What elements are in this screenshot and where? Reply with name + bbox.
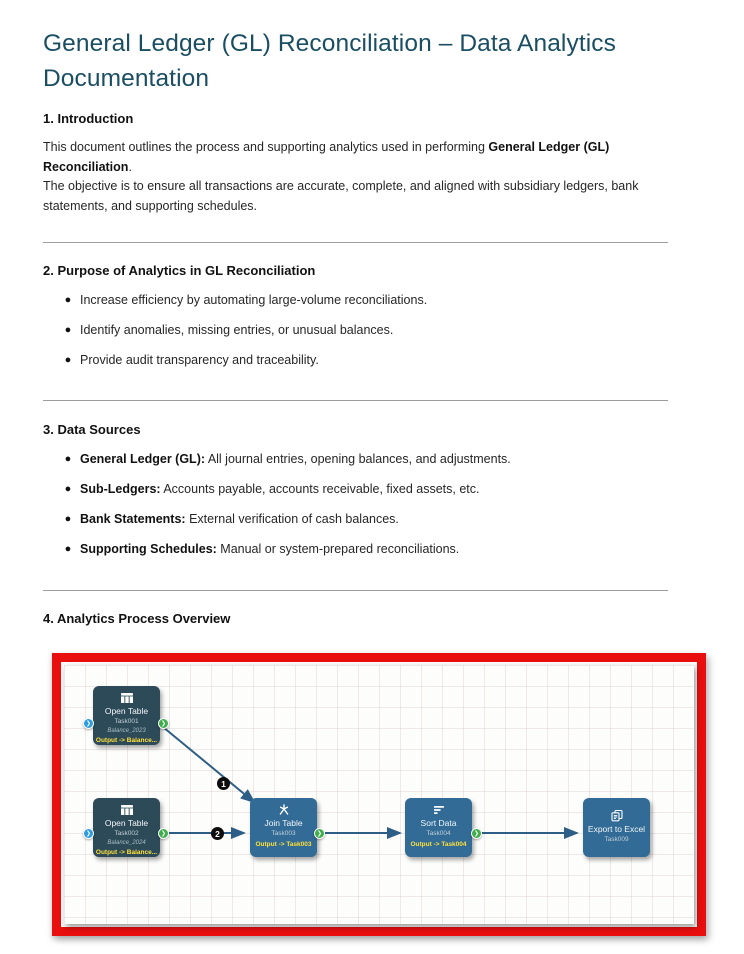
bullet-icon: ● bbox=[64, 354, 72, 366]
connector-badge-1: 1 bbox=[217, 777, 230, 790]
bullet-text: Supporting Schedules: Manual or system-p… bbox=[80, 540, 701, 559]
export-excel-icon bbox=[610, 809, 624, 822]
section-divider bbox=[43, 400, 668, 401]
join-icon bbox=[277, 803, 291, 816]
bullet-text: Identify anomalies, missing entries, or … bbox=[80, 323, 394, 337]
intro-period: . bbox=[128, 159, 132, 174]
bullet-icon: ● bbox=[64, 483, 72, 495]
list-item: ● Sub-Ledgers: Accounts payable, accounts… bbox=[43, 480, 701, 499]
node-output-label: Output -> Task003 bbox=[255, 841, 312, 848]
heading-introduction: 1. Introduction bbox=[43, 111, 134, 126]
bullet-rest: All journal entries, opening balances, a… bbox=[205, 452, 511, 466]
list-item: ● General Ledger (GL): All journal entrie… bbox=[43, 450, 701, 469]
node-sort-data: Sort Data Task004 Output -> Task004 bbox=[405, 798, 472, 857]
workflow-canvas: Open Table Task001 Balance_2023 Output -… bbox=[64, 665, 694, 924]
node-title: Join Table bbox=[264, 818, 303, 828]
page-title: General Ledger (GL) Reconciliation – Dat… bbox=[43, 30, 616, 92]
bullet-text: Bank Statements: External verification o… bbox=[80, 510, 701, 529]
node-title: Open Table bbox=[104, 818, 149, 828]
input-port-icon: ❯ bbox=[83, 828, 94, 839]
list-item: ● Increase efficiency by automating large… bbox=[43, 291, 701, 310]
table-icon bbox=[120, 803, 134, 816]
intro-text: This document outlines the process and s… bbox=[43, 140, 489, 154]
list-item: ● Supporting Schedules: Manual or system-… bbox=[43, 540, 701, 559]
node-task-id: Task003 bbox=[271, 830, 296, 837]
bullet-rest: Manual or system-prepared reconciliation… bbox=[216, 542, 460, 556]
heading-data-sources: 3. Data Sources bbox=[43, 422, 141, 437]
connector-badge-2: 2 bbox=[211, 827, 224, 840]
intro-bold-text: General Ledger (GL) Reconciliation bbox=[43, 140, 610, 174]
node-task-id: Task002 bbox=[114, 830, 139, 837]
output-port-icon: ❯ bbox=[158, 828, 169, 839]
section-divider bbox=[43, 242, 668, 243]
node-task-id: Task001 bbox=[114, 718, 139, 725]
list-item: ● Identify anomalies, missing entries, or… bbox=[43, 321, 701, 340]
bullet-lead: General Ledger (GL): bbox=[80, 452, 206, 466]
node-output-label: Output -> Balance... bbox=[95, 737, 158, 744]
bullet-lead: Sub-Ledgers: bbox=[80, 482, 161, 496]
bullet-lead: Bank Statements: bbox=[80, 512, 186, 526]
bullet-icon: ● bbox=[64, 513, 72, 525]
output-port-icon: ❯ bbox=[158, 718, 169, 729]
input-port-icon: ❯ bbox=[83, 718, 94, 729]
intro-objective-text: The objective is to ensure all transacti… bbox=[43, 179, 639, 213]
bullet-rest: Accounts payable, accounts receivable, f… bbox=[160, 482, 480, 496]
data-sources-bullet-list: ● General Ledger (GL): All journal entrie… bbox=[43, 450, 701, 559]
node-title: Export to Excel bbox=[587, 824, 646, 834]
intro-paragraph: This document outlines the process and s… bbox=[43, 138, 665, 216]
node-title: Sort Data bbox=[420, 818, 457, 828]
sort-icon bbox=[432, 803, 446, 816]
table-icon bbox=[120, 691, 134, 704]
bullet-text: Provide audit transparency and traceabil… bbox=[80, 353, 319, 367]
node-output-label: Output -> Balance... bbox=[95, 849, 158, 856]
list-item: ● Provide audit transparency and traceabi… bbox=[43, 351, 701, 370]
bullet-icon: ● bbox=[64, 294, 72, 306]
output-port-icon: ❯ bbox=[314, 828, 325, 839]
heading-process-overview: 4. Analytics Process Overview bbox=[43, 611, 231, 626]
section-divider bbox=[43, 590, 668, 591]
heading-purpose: 2. Purpose of Analytics in GL Reconcilia… bbox=[43, 263, 316, 278]
bullet-rest: External verification of cash balances. bbox=[185, 512, 399, 526]
node-subtitle: Balance_2023 bbox=[107, 728, 146, 734]
bullet-lead: Supporting Schedules: bbox=[80, 542, 217, 556]
node-subtitle: Balance_2024 bbox=[107, 840, 146, 846]
purpose-bullet-list: ● Increase efficiency by automating large… bbox=[43, 291, 701, 370]
workflow-diagram-image[interactable]: Open Table Task001 Balance_2023 Output -… bbox=[52, 653, 706, 936]
bullet-text: General Ledger (GL): All journal entries… bbox=[80, 450, 701, 469]
node-task-id: Task009 bbox=[604, 836, 629, 843]
bullet-icon: ● bbox=[64, 453, 72, 465]
bullet-icon: ● bbox=[64, 324, 72, 336]
bullet-text: Sub-Ledgers: Accounts payable, accounts … bbox=[80, 480, 701, 499]
node-open-table-2: Open Table Task002 Balance_2024 Output -… bbox=[93, 798, 160, 857]
node-task-id: Task004 bbox=[426, 830, 451, 837]
output-port-icon: ❯ bbox=[471, 828, 482, 839]
list-item: ● Bank Statements: External verification … bbox=[43, 510, 701, 529]
node-export-to-excel: Export to Excel Task009 bbox=[583, 798, 650, 857]
node-title: Open Table bbox=[104, 706, 149, 716]
node-open-table-1: Open Table Task001 Balance_2023 Output -… bbox=[93, 686, 160, 745]
bullet-icon: ● bbox=[64, 543, 72, 555]
bullet-text: Increase efficiency by automating large-… bbox=[80, 293, 428, 307]
node-output-label: Output -> Task004 bbox=[410, 841, 467, 848]
node-join-table: Join Table Task003 Output -> Task003 bbox=[250, 798, 317, 857]
